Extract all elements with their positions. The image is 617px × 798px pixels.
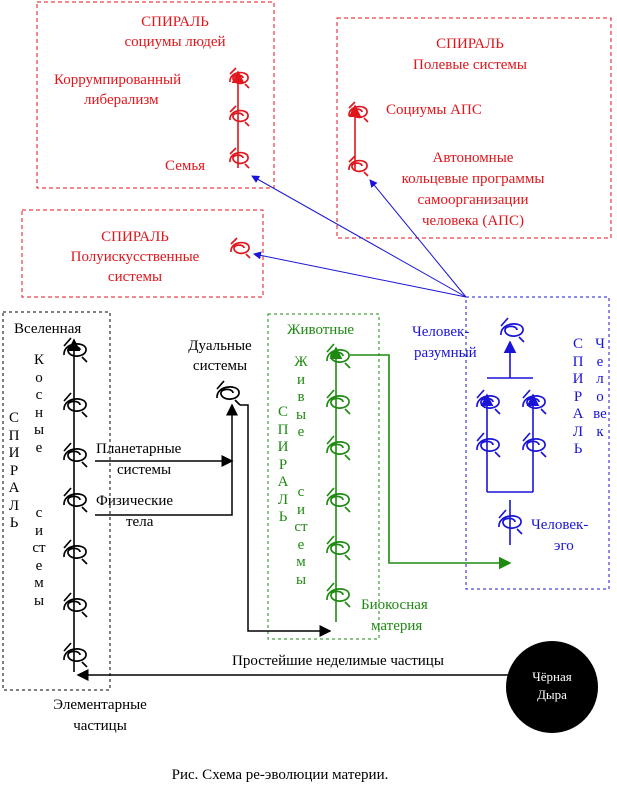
- frame-human: [465, 296, 610, 590]
- green-spiral-icons: [326, 343, 351, 608]
- label-animals: Животные: [287, 322, 355, 338]
- label-dual-1: Дуальные: [188, 338, 252, 354]
- red-spiral-icons: [229, 67, 369, 259]
- human-vertical-human: Человек: [593, 336, 607, 440]
- label-autonomous-3: самоорганизации: [417, 192, 529, 208]
- label-elementary-1: Элементарные: [53, 697, 147, 713]
- frame-cosmic-systems: [2, 311, 111, 691]
- label-physical-2: тела: [126, 514, 154, 530]
- label-autonomous-2: кольцевые программы: [401, 171, 545, 187]
- green-spiral-chain: [329, 346, 512, 622]
- label-planetary-2: системы: [117, 462, 172, 478]
- cosmic-vertical-kosnye: Косные: [33, 352, 45, 456]
- cosmic-vertical-systems: системы: [32, 505, 46, 609]
- label-black-hole-1: Чёрная: [532, 669, 572, 684]
- people-spiral-title: СПИРАЛЬ: [141, 14, 209, 30]
- label-human-ego-2: эго: [554, 538, 574, 554]
- blue-arrows: [251, 175, 467, 298]
- people-spiral-subtitle: социумы людей: [124, 34, 226, 50]
- human-vertical-spiral: СПИРАЛЬ: [572, 336, 584, 457]
- label-autonomous-4: человека (АПС): [422, 213, 524, 229]
- label-bioinert-1: Биокосная: [361, 597, 428, 613]
- label-physical-1: Физические: [96, 493, 174, 509]
- frame-field-systems: [336, 17, 612, 239]
- label-simplest-particles: Простейшие неделимые частицы: [232, 653, 444, 669]
- label-apps-socium: Социумы АПС: [386, 102, 482, 118]
- label-corrupt-liberalism-2: либерализм: [84, 92, 159, 108]
- label-black-hole-2: Дыра: [537, 687, 567, 702]
- label-planetary-1: Планетарные: [96, 441, 182, 457]
- label-family: Семья: [165, 158, 206, 174]
- black-connectors: [76, 403, 510, 681]
- label-autonomous-1: Автономные: [432, 150, 514, 166]
- label-dual-2: системы: [192, 358, 248, 374]
- frame-social-people: [36, 1, 275, 189]
- field-spiral-title: СПИРАЛЬ: [436, 36, 504, 52]
- blue-human-tree: [480, 340, 540, 545]
- living-vertical-spiral: СПИРАЛЬ: [277, 404, 289, 525]
- black-hole-circle: [506, 641, 598, 733]
- label-human-ego-1: Человек-: [531, 517, 589, 533]
- label-human-sapiens-1: Человек-: [412, 324, 470, 340]
- field-spiral-subtitle: Полевые системы: [413, 57, 527, 73]
- label-elementary-2: частицы: [73, 718, 127, 734]
- black-spiral-icons: [63, 337, 241, 668]
- label-universe: Вселенная: [14, 321, 82, 337]
- semi-spiral-title: СПИРАЛЬ: [101, 229, 169, 245]
- frame-living-systems: [267, 313, 380, 640]
- figure-caption: Рис. Схема ре-эволюции материи.: [171, 767, 389, 783]
- semi-label-2: системы: [107, 269, 163, 285]
- label-bioinert-2: материя: [371, 618, 423, 634]
- living-vertical-zhivye: Живые: [294, 354, 308, 440]
- living-vertical-systems: системы: [294, 484, 308, 588]
- cosmic-vertical-spiral: СПИРАЛЬ: [8, 410, 20, 531]
- label-corrupt-liberalism-1: Коррумпированный: [54, 72, 182, 88]
- blue-spiral-icons: [476, 317, 547, 535]
- semi-label-1: Полуискусственные: [70, 249, 200, 265]
- label-human-sapiens-2: разумный: [414, 345, 477, 361]
- frame-semi-artificial: [21, 209, 264, 298]
